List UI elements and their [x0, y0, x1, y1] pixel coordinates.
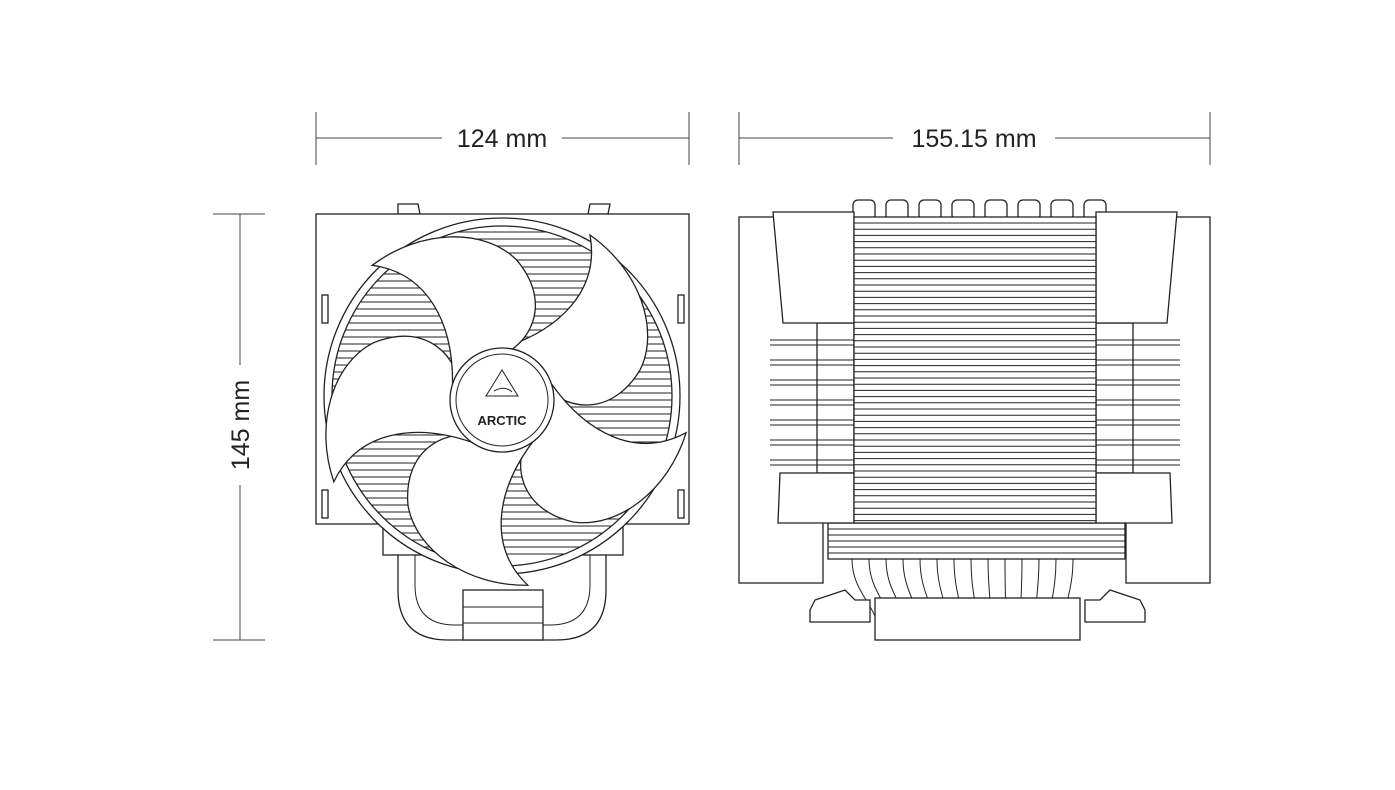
dimension-label-width-front: 124 mm	[457, 125, 547, 153]
dimension-label-width-side: 155.15 mm	[911, 125, 1036, 153]
bracket-left-top	[772, 211, 855, 324]
bracket-right-top	[1095, 211, 1178, 324]
fan-blade	[520, 382, 688, 524]
heatsink-stack	[853, 216, 1097, 524]
fan-blade	[370, 236, 536, 386]
arctic-logo: ARCTIC	[477, 369, 527, 428]
clip-slot	[677, 294, 685, 324]
dimension-width-side: 155.15 mm	[738, 112, 1211, 165]
bracket-left-bottom	[777, 472, 855, 524]
dimension-width-front: 124 mm	[315, 112, 690, 165]
side-fins	[770, 322, 1180, 474]
clip-slot	[321, 489, 329, 519]
front-view: ARCTIC	[315, 203, 690, 641]
dimension-height: 145 mm	[213, 213, 265, 641]
clip-slot	[677, 489, 685, 519]
fan-blade	[325, 335, 473, 484]
mount-foot-right	[1084, 589, 1146, 623]
fan-blade	[407, 434, 534, 586]
mount-foot-left	[809, 589, 871, 623]
side-view	[738, 199, 1211, 641]
dimension-label-height: 145 mm	[227, 380, 255, 470]
base-plate	[874, 597, 1081, 641]
front-fins	[321, 294, 685, 519]
svg-text:ARCTIC: ARCTIC	[477, 413, 527, 428]
bracket-right-bottom	[1095, 472, 1173, 524]
base-block	[462, 589, 544, 641]
clip-slot	[321, 294, 329, 324]
fan-hub	[449, 347, 555, 453]
